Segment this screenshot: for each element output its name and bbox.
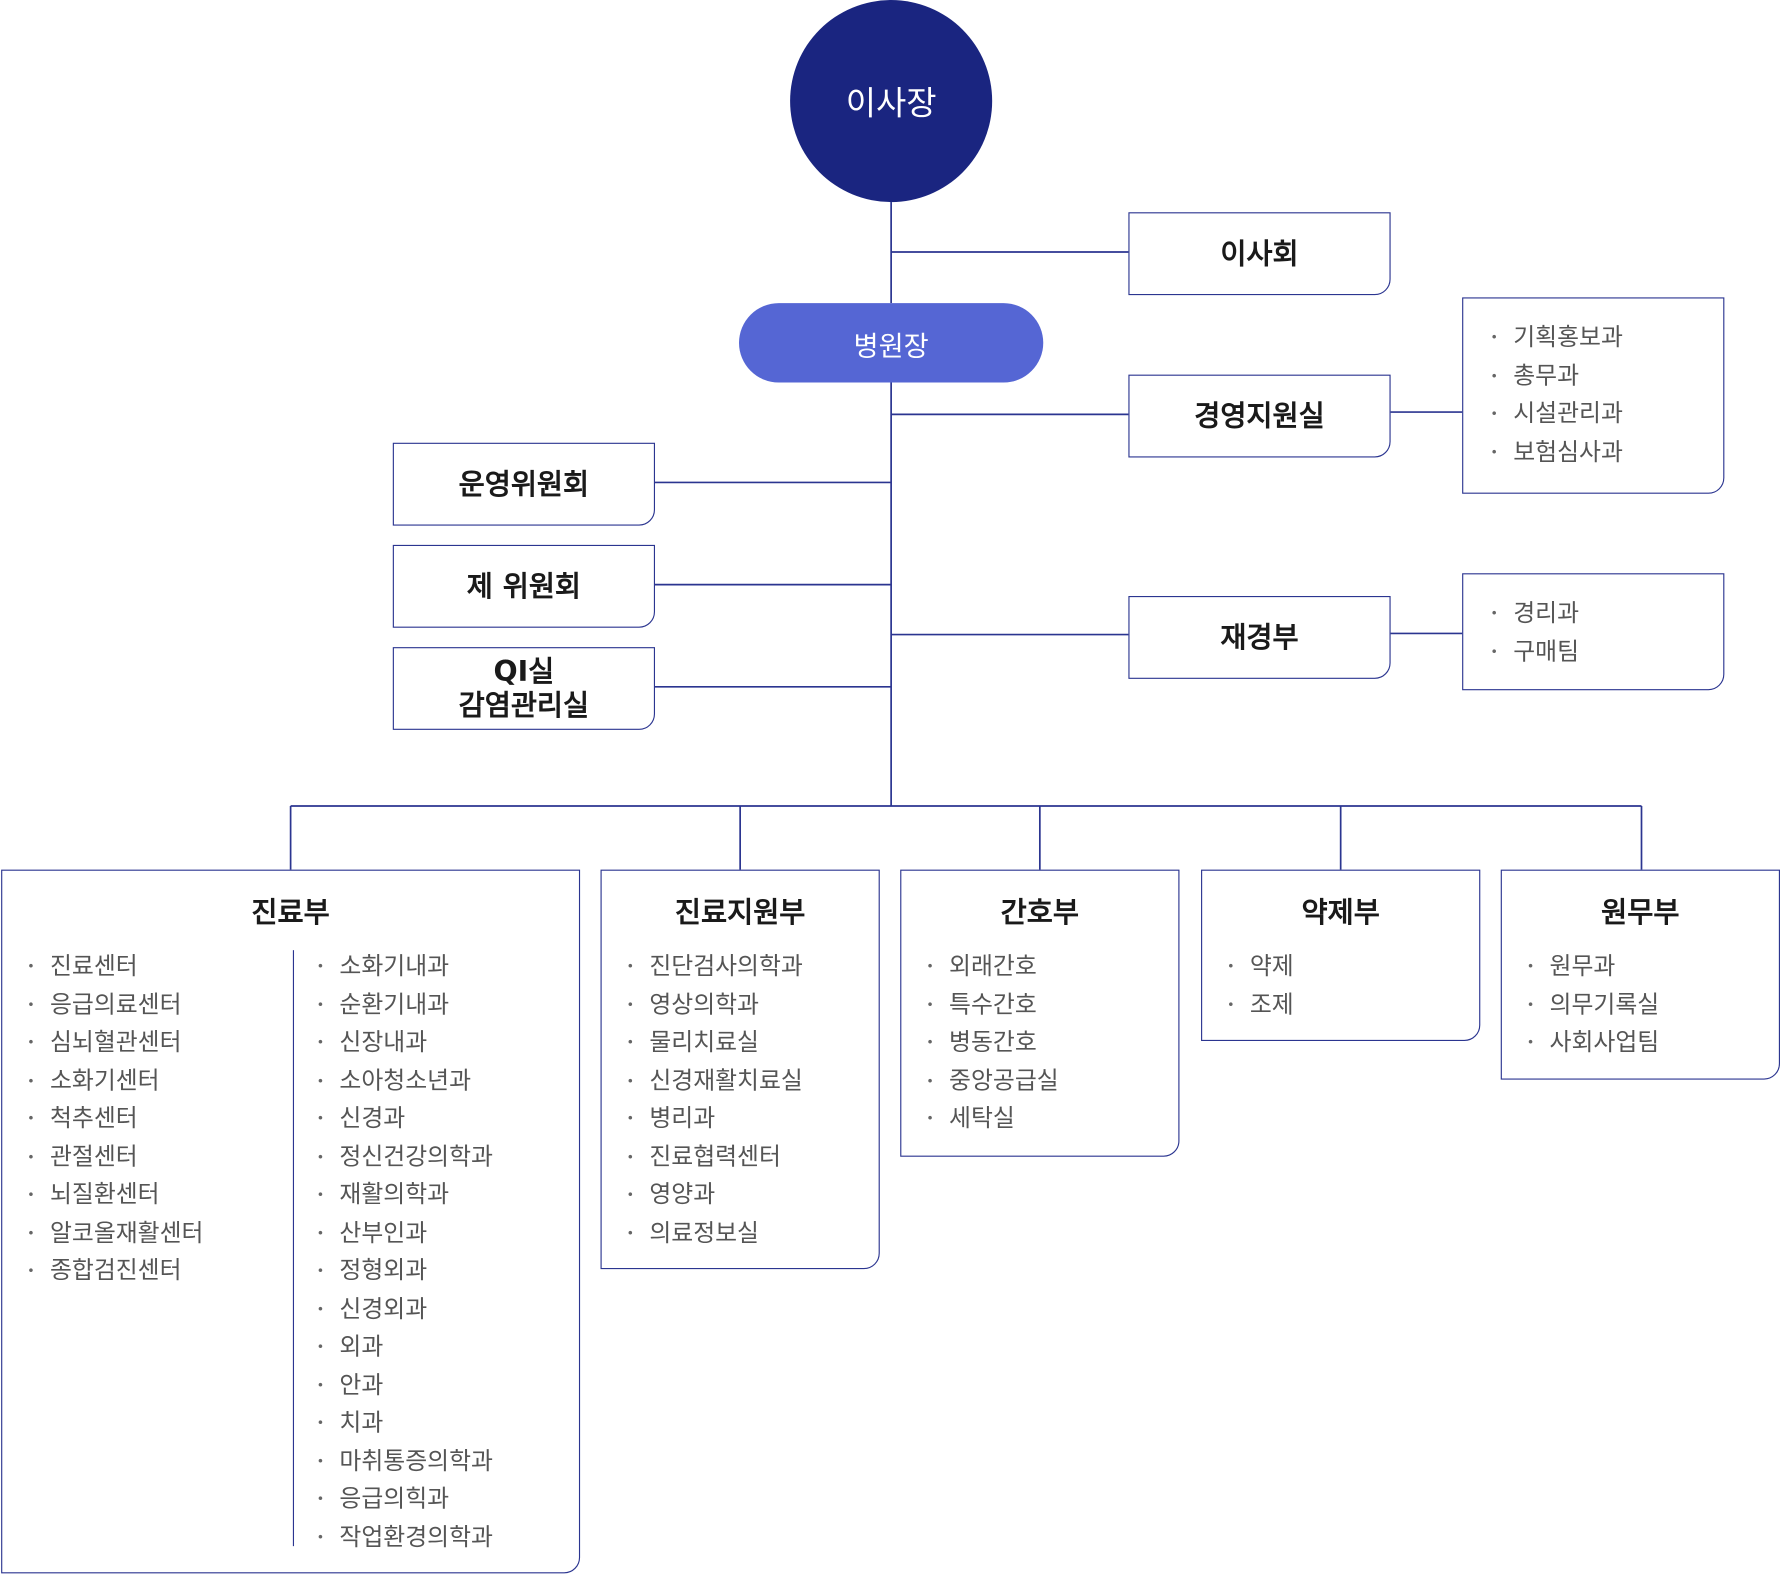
dept-medical-support: 진료지원부 진단검사의학과 영상의학과 물리치료실 신경재활치료실 병리과 진료… [600, 869, 880, 1270]
management-office-label: 경영지원실 [1194, 399, 1325, 433]
list-item: 외래간호 [926, 948, 1178, 986]
operating-committee-node: 운영위원회 [392, 442, 656, 526]
list-item: 중앙공급실 [926, 1062, 1178, 1100]
list-item: 관절센터 [27, 1138, 579, 1176]
list-item: 병동간호 [926, 1024, 1178, 1062]
list-item: 정신건강의학과 [317, 1138, 493, 1176]
medical-column-divider: 소화기내과 순환기내과 신장내과 소아청소년과 신경과 정신건강의학과 재활의학… [292, 948, 493, 1556]
dept-medical: 진료부 진료센터 응급의료센터 심뇌혈관센터 소화기센터 척추센터 관절센터 뇌… [1, 869, 581, 1574]
list-item: 경리과 [1491, 595, 1724, 633]
dept-title: 진료지원부 [674, 895, 806, 929]
dept-title: 원무부 [1601, 895, 1680, 929]
list-item: 신경재활치료실 [627, 1062, 879, 1100]
list-item: 치과 [317, 1404, 493, 1442]
list-item: 종합검진센터 [27, 1252, 579, 1290]
dept-title: 간호부 [1000, 895, 1080, 929]
list-item: 정형외과 [317, 1252, 493, 1290]
list-item: 기획홍보과 [1491, 319, 1724, 357]
list-item: 조제 [1227, 986, 1479, 1024]
finance-units-box: 경리과 구매팀 [1462, 573, 1725, 691]
list-item: 진단검사의학과 [627, 948, 879, 986]
dept-administration: 원무부 원무과 의무기록실 사회사업팀 [1500, 869, 1780, 1080]
management-office-node: 경영지원실 [1128, 374, 1391, 458]
list-item: 심뇌혈관센터 [27, 1024, 579, 1062]
list-item: 외과 [317, 1328, 493, 1366]
list-item: 약제 [1227, 948, 1479, 986]
list-item: 재활의학과 [317, 1176, 493, 1214]
operating-committee-label: 운영위원회 [458, 467, 590, 501]
list-item: 소화기내과 [317, 948, 493, 986]
various-committees-node: 제 위원회 [392, 544, 656, 628]
board-node: 이사회 [1128, 212, 1391, 296]
list-item: 마취통증의학과 [317, 1442, 493, 1480]
various-committees-label: 제 위원회 [466, 569, 582, 603]
list-item: 병리과 [627, 1100, 879, 1138]
list-item: 신경외과 [317, 1290, 493, 1328]
qi-label: QI실 [493, 655, 555, 688]
list-item: 응급의힉과 [317, 1480, 493, 1518]
list-item: 의무기록실 [1527, 986, 1779, 1024]
list-item: 응급의료센터 [27, 986, 579, 1024]
list-item: 안과 [317, 1366, 493, 1404]
list-item: 소아청소년과 [317, 1062, 493, 1100]
list-item: 물리치료실 [627, 1024, 879, 1062]
board-label: 이사회 [1220, 236, 1299, 270]
list-item: 구매팀 [1491, 633, 1724, 671]
list-item: 시설관리과 [1491, 395, 1724, 433]
list-item: 순환기내과 [317, 986, 493, 1024]
list-item: 신장내과 [317, 1024, 493, 1062]
dept-title: 진료부 [251, 895, 330, 929]
list-item: 영상의학과 [627, 986, 879, 1024]
list-item: 뇌질환센터 [27, 1176, 579, 1214]
dept-title: 약제부 [1301, 895, 1380, 929]
dept-nursing: 간호부 외래간호 특수간호 병동간호 중앙공급실 세탁실 [900, 869, 1180, 1157]
list-item: 세탁실 [926, 1100, 1178, 1138]
list-item: 보험심사과 [1491, 433, 1724, 471]
list-item: 소화기센터 [27, 1062, 579, 1100]
infection-label: 감염관리실 [458, 688, 590, 722]
dept-pharmacy: 약제부 약제 조제 [1201, 869, 1481, 1041]
list-item: 산부인과 [317, 1214, 493, 1252]
list-item: 알코올재활센터 [27, 1214, 579, 1252]
director-label: 병원장 [853, 329, 929, 362]
list-item: 총무과 [1491, 357, 1724, 395]
finance-node: 재경부 [1128, 595, 1391, 679]
qi-infection-node: QI실 감염관리실 [392, 647, 656, 730]
list-item: 원무과 [1527, 948, 1779, 986]
chairman-node: 이사장 [790, 0, 993, 203]
list-item: 의료정보실 [627, 1214, 879, 1252]
list-item: 사회사업팀 [1527, 1024, 1779, 1062]
list-item: 특수간호 [926, 986, 1178, 1024]
list-item: 영양과 [627, 1176, 879, 1214]
list-item: 신경과 [317, 1100, 493, 1138]
list-item: 작업환경의학과 [317, 1518, 493, 1556]
list-item: 진료협력센터 [627, 1138, 879, 1176]
director-node: 병원장 [739, 303, 1044, 383]
finance-label: 재경부 [1220, 620, 1299, 654]
list-item: 진료센터 [27, 948, 579, 986]
list-item: 척추센터 [27, 1100, 579, 1138]
management-units-box: 기획홍보과 총무과 시설관리과 보험심사과 [1462, 297, 1725, 494]
chairman-label: 이사장 [845, 84, 937, 123]
